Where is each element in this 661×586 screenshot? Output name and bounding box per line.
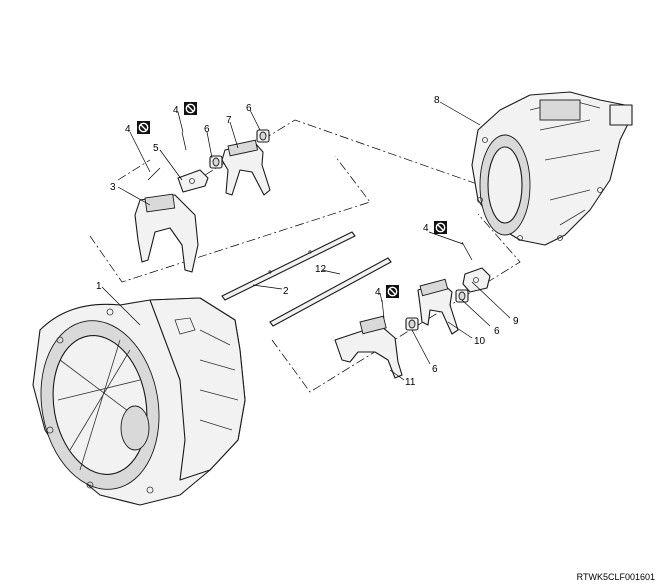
prohibition-icon — [137, 121, 150, 134]
callout-4-b: 4 — [173, 105, 179, 116]
callout-1: 1 — [96, 281, 102, 292]
shift-block-9 — [462, 267, 491, 293]
prohibition-icon — [434, 221, 447, 234]
transmission-case — [32, 297, 246, 506]
prohibition-icon — [386, 285, 399, 298]
callout-6-d: 6 — [432, 364, 438, 375]
shift-block-5 — [177, 169, 209, 193]
bushing-6-c — [455, 289, 469, 303]
callout-4-a: 4 — [125, 124, 131, 135]
shift-fork-10 — [417, 278, 459, 335]
callout-labels: 1 2 3 4 4 4 4 5 6 6 6 6 7 8 9 10 11 12 — [96, 95, 519, 388]
callout-10: 10 — [474, 336, 486, 347]
spring-pin-4-d — [381, 299, 385, 319]
callout-11: 11 — [405, 377, 416, 388]
spring-pin-4-c — [461, 241, 473, 261]
shift-fork-7 — [221, 139, 271, 196]
extension-housing — [471, 91, 633, 246]
callout-3: 3 — [110, 182, 116, 193]
bushing-6-a — [209, 155, 223, 169]
callout-2: 2 — [283, 286, 289, 297]
callout-6-b: 6 — [246, 103, 252, 114]
callout-7: 7 — [226, 115, 232, 126]
leader-lines — [101, 101, 511, 381]
spring-pin-4-b — [181, 131, 187, 151]
shift-fork-11 — [334, 315, 403, 379]
bushing-6-b — [256, 129, 270, 143]
callout-5: 5 — [153, 143, 159, 154]
callout-9: 9 — [513, 316, 519, 327]
callout-6-a: 6 — [204, 124, 210, 135]
callout-6-c: 6 — [494, 326, 500, 337]
spring-pin-4-a — [147, 167, 161, 181]
shift-rod-long — [269, 257, 392, 327]
bushing-6-d — [405, 317, 419, 331]
shift-rod — [221, 231, 356, 301]
prohibition-icon — [184, 102, 197, 115]
callout-12: 12 — [315, 264, 327, 275]
callout-4-d: 4 — [375, 287, 381, 298]
drawing-code: RTWK5CLF001601 — [577, 572, 655, 582]
shift-fork-3 — [134, 193, 199, 273]
callout-8: 8 — [434, 95, 440, 106]
callout-4-c: 4 — [423, 223, 429, 234]
